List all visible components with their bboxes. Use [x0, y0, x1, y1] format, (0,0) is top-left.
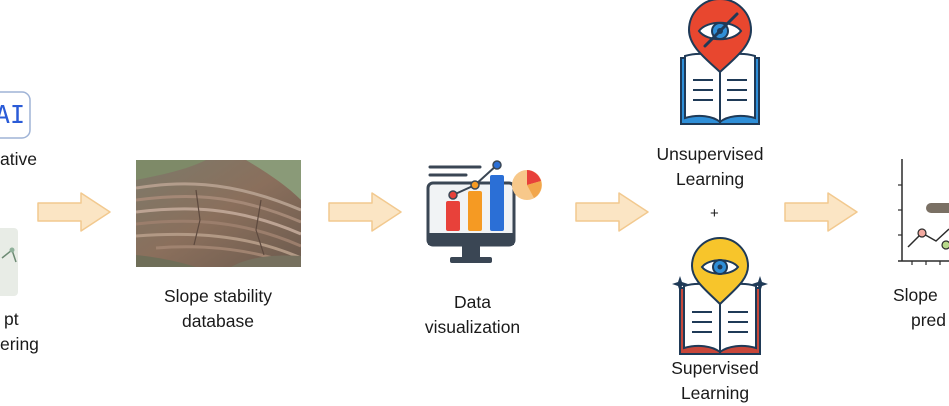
flow-arrow-icon [575, 192, 649, 232]
plus-sign: + [710, 205, 719, 222]
ai-logo-text: AI [0, 100, 26, 129]
unsupervised-label: Unsupervised Learning [656, 144, 764, 189]
prompt-engineering-icon [0, 228, 20, 298]
slope-photo [136, 160, 301, 267]
eye-book-icon [672, 236, 768, 358]
monitor-chart-icon [422, 155, 547, 270]
flow-arrow-icon [784, 192, 858, 232]
supervised-label: Supervised Learning [671, 358, 759, 403]
generative-ai-label: ative [0, 149, 37, 169]
visualization-label: Data visualization [424, 292, 521, 337]
crossed-eye-book-icon [675, 0, 765, 130]
flow-arrow-icon [37, 192, 111, 232]
database-label: Slope stability database [164, 286, 272, 331]
prediction-label: Slope pred [893, 285, 947, 330]
ai-logo-icon: AI [0, 90, 32, 140]
line-chart-icon [890, 155, 949, 270]
prompt-engineering-label: pt ering [0, 309, 39, 354]
flow-arrow-icon [328, 192, 402, 232]
